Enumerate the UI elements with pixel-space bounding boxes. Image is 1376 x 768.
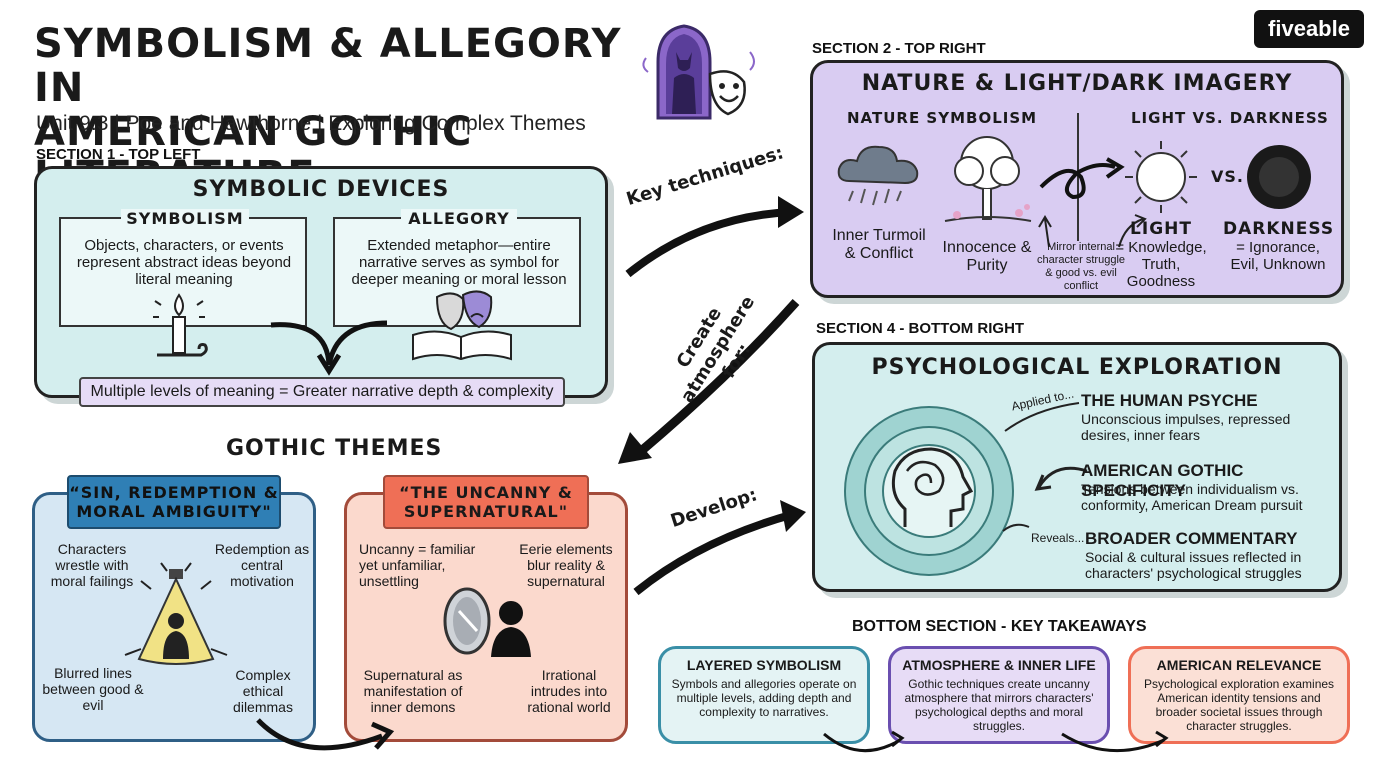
book-masks-icon — [412, 290, 512, 361]
takeaway-card-2: ATMOSPHERE & INNER LIFE Gothic technique… — [888, 646, 1110, 744]
loop-arrow-icon — [1039, 157, 1125, 200]
themes-connector-arrow — [256, 718, 395, 751]
takeaway-3-text: Psychological exploration examines Ameri… — [1143, 677, 1335, 733]
sin-text-top-right: Redemption as central motivation — [214, 541, 310, 589]
converge-arrow-icon — [270, 320, 388, 376]
takeaways-label: BOTTOM SECTION - KEY TAKEAWAYS — [852, 618, 1147, 635]
symbolic-devices-panel: SYMBOLIC DEVICES SYMBOLISM Objects, char… — [34, 166, 608, 407]
dark-orb-icon — [1247, 145, 1311, 209]
takeaway-2-title: ATMOSPHERE & INNER LIFE — [902, 657, 1096, 673]
mirror-silhouette-icon — [443, 587, 531, 657]
spotlight-figure-icon — [124, 562, 228, 665]
pointer-arrows — [1002, 402, 1088, 532]
uncanny-text-bottom-left: Supernatural as manifestation of inner d… — [363, 667, 463, 715]
psyche-text: Unconscious impulses, repressed desires,… — [1081, 411, 1291, 443]
specificity-title: AMERICAN GOTHIC SPECIFICITY — [1081, 461, 1244, 500]
tree-label: Innocence & Purity — [942, 239, 1032, 274]
uncanny-supernatural-panel: “THE UNCANNY & SUPERNATURAL" Uncanny = f… — [344, 475, 628, 742]
symbolic-devices-title: SYMBOLIC DEVICES — [192, 177, 450, 202]
sun-icon — [1125, 141, 1197, 213]
dark-text: = Ignorance, Evil, Unknown — [1230, 239, 1326, 273]
symbolism-text: Objects, characters, or events represent… — [76, 237, 292, 288]
light-text: = Knowledge, Truth, Goodness — [1115, 239, 1207, 290]
mirror-label: Mirror internal character struggle & goo… — [1036, 241, 1126, 292]
section2-divider — [1077, 113, 1079, 241]
reveals-label: Reveals... — [1031, 531, 1085, 545]
takeaway-arrows — [823, 730, 1169, 753]
uncanny-text-bottom-right: Irrational intrudes into rational world — [527, 667, 611, 715]
head-target-icon — [844, 406, 1014, 576]
light-dark-title: LIGHT VS. DARKNESS — [1131, 109, 1329, 127]
logo-text: fiveable — [1268, 16, 1350, 41]
sin-text-bottom-left: Blurred lines between good & evil — [42, 665, 144, 713]
takeaway-card-3: AMERICAN RELEVANCE Psychological explora… — [1128, 646, 1350, 744]
sin-text-top-left: Characters wrestle with moral failings — [50, 541, 134, 589]
uncanny-title-line-1: “THE UNCANNY & — [399, 483, 573, 502]
section2-label: SECTION 2 - TOP RIGHT — [812, 40, 986, 57]
storm-label: Inner Turmoil & Conflict — [832, 227, 926, 262]
sin-title-line-1: “SIN, REDEMPTION & — [69, 483, 279, 502]
uncanny-header: “THE UNCANNY & SUPERNATURAL" — [383, 475, 589, 529]
storm-cloud-icon — [837, 145, 919, 206]
symbolism-title: SYMBOLISM — [121, 209, 249, 228]
takeaway-card-1: LAYERED SYMBOLISM Symbols and allegories… — [658, 646, 870, 744]
nature-symbolism-title: NATURE SYMBOLISM — [847, 109, 1038, 127]
takeaway-3-title: AMERICAN RELEVANCE — [1156, 657, 1322, 673]
arrow-to-section4 — [633, 500, 806, 596]
candle-icon — [153, 293, 208, 357]
nature-imagery-title: NATURE & LIGHT/DARK IMAGERY — [861, 71, 1293, 96]
uncanny-title-line-2: SUPERNATURAL" — [403, 502, 569, 521]
uncanny-text-top-left: Uncanny = familiar yet unfamiliar, unset… — [359, 541, 476, 589]
sin-title-line-2: MORAL AMBIGUITY" — [76, 502, 272, 521]
mirror-pointer-arrows — [1038, 214, 1147, 248]
section4-label: SECTION 4 - BOTTOM RIGHT — [816, 320, 1025, 337]
arrow-to-section2 — [625, 196, 804, 278]
title-line-1: SYMBOLISM & ALLEGORY IN — [34, 21, 622, 111]
allegory-title: ALLEGORY — [401, 209, 517, 228]
takeaway-1-text: Symbols and allegories operate on multip… — [671, 677, 857, 719]
gothic-window-icon — [642, 24, 755, 120]
nature-imagery-panel: NATURE & LIGHT/DARK IMAGERY NATURE SYMBO… — [810, 60, 1344, 298]
arrow-to-themes — [618, 299, 800, 464]
sin-redemption-panel: “SIN, REDEMPTION & MORAL AMBIGUITY" Char… — [32, 475, 316, 742]
gothic-themes-title: GOTHIC THEMES — [226, 436, 443, 461]
section1-label: SECTION 1 - TOP LEFT — [36, 146, 201, 163]
allegory-text: Extended metaphor—entire narrative serve… — [351, 237, 567, 288]
symbolic-devices-footer: Multiple levels of meaning = Greater nar… — [79, 377, 565, 407]
fiveable-logo[interactable]: fiveable — [1254, 10, 1364, 48]
psychological-panel: PSYCHOLOGICAL EXPLORATION Applied to... … — [812, 342, 1342, 592]
vs-label: VS. — [1211, 167, 1244, 186]
dark-title: DARKNESS — [1223, 219, 1335, 239]
uncanny-text-top-right: Eerie elements blur reality & supernatur… — [519, 541, 613, 589]
psyche-title: THE HUMAN PSYCHE — [1081, 391, 1258, 410]
specificity-text: Tensions between individualism vs. confo… — [1081, 481, 1303, 513]
tree-icon — [944, 136, 1032, 222]
takeaway-1-title: LAYERED SYMBOLISM — [686, 657, 842, 673]
page-subtitle: Unit 9.3 | Poe and Hawthorne | Exploring… — [36, 112, 586, 135]
commentary-title: BROADER COMMENTARY — [1085, 529, 1298, 548]
sin-text-bottom-right: Complex ethical dilemmas — [233, 667, 293, 715]
psychological-title: PSYCHOLOGICAL EXPLORATION — [871, 355, 1283, 380]
light-title: LIGHT — [1130, 219, 1192, 239]
sin-redemption-header: “SIN, REDEMPTION & MORAL AMBIGUITY" — [67, 475, 281, 529]
takeaway-2-text: Gothic techniques create uncanny atmosph… — [904, 677, 1094, 733]
commentary-text: Social & cultural issues reflected in ch… — [1085, 549, 1302, 581]
